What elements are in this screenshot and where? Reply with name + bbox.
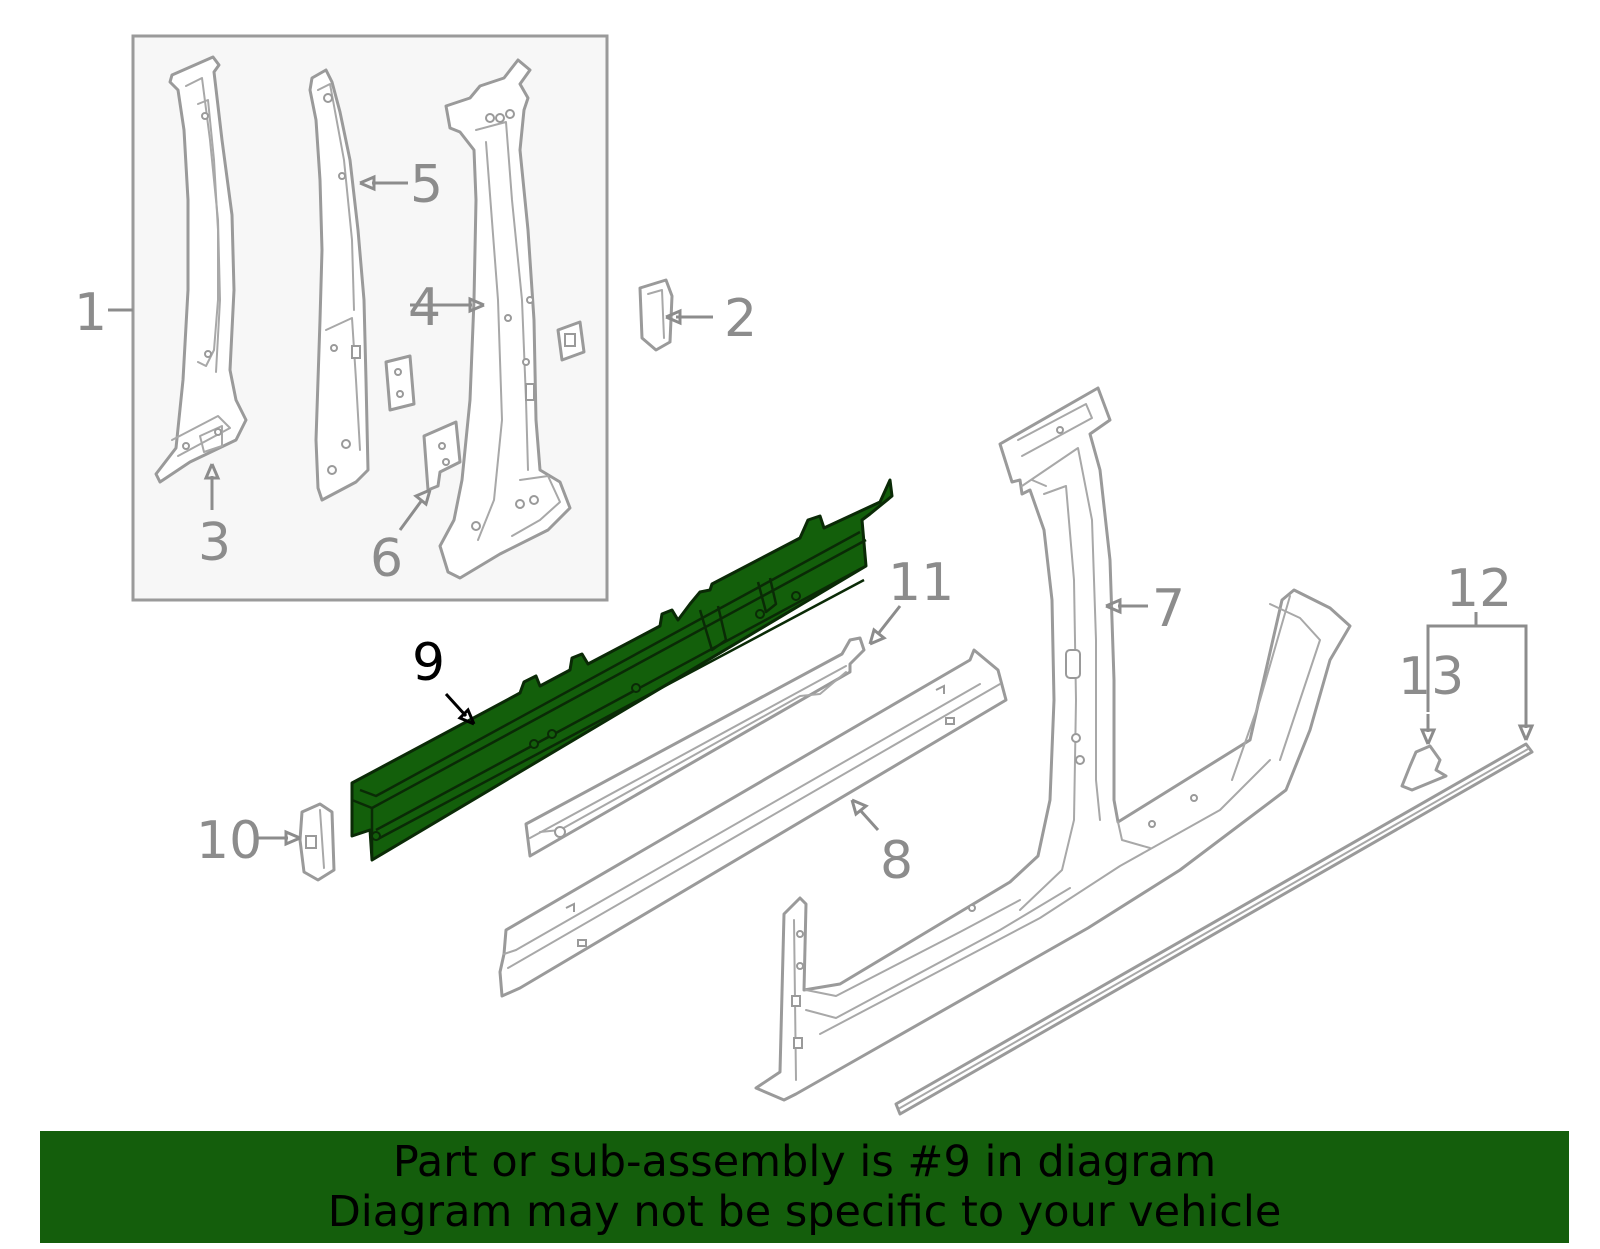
leader-9 <box>444 692 468 718</box>
leader-lines <box>108 174 1535 847</box>
callout-11: 11 <box>888 553 954 613</box>
callout-8: 8 <box>880 831 913 891</box>
part-10-end-cap[interactable] <box>298 802 336 882</box>
callout-5: 5 <box>410 155 443 215</box>
part-4-outer-pillar[interactable] <box>438 58 572 580</box>
banner-line-1: Part or sub-assembly is #9 in diagram <box>392 1137 1217 1187</box>
callout-6: 6 <box>370 529 403 589</box>
callout-3: 3 <box>198 513 231 573</box>
part-3-inner-pillar[interactable] <box>154 55 248 484</box>
callout-4: 4 <box>408 278 441 338</box>
part-7-body-side-outer[interactable] <box>754 386 1352 1102</box>
callout-12: 12 <box>1446 559 1512 619</box>
leader-2-arrow <box>665 308 682 326</box>
part-12-sill-molding[interactable] <box>894 742 1534 1116</box>
callout-7: 7 <box>1152 579 1185 639</box>
part-8-rocker-outer[interactable] <box>498 648 1008 998</box>
callout-10: 10 <box>196 811 262 871</box>
part-5-reinforcement[interactable] <box>308 68 370 502</box>
part-2-clip[interactable] <box>638 278 674 352</box>
callout-9: 9 <box>412 633 445 693</box>
callout-2: 2 <box>724 289 757 349</box>
leader-8 <box>858 808 880 832</box>
leader-11 <box>876 605 902 635</box>
callout-numbers: 1 2 3 4 5 6 7 8 9 10 11 12 13 <box>74 155 1512 891</box>
part-9-rocker-reinforcement[interactable] <box>350 478 894 862</box>
callout-1: 1 <box>74 283 107 343</box>
part-info-banner: Part or sub-assembly is #9 in diagram Di… <box>40 1131 1569 1243</box>
bracket-small <box>384 354 416 412</box>
banner-line-2: Diagram may not be specific to your vehi… <box>327 1187 1282 1237</box>
part-13-clip[interactable] <box>1400 744 1448 792</box>
callout-13: 13 <box>1398 647 1464 707</box>
bracket-tab <box>556 320 586 362</box>
leader-6 <box>398 499 424 531</box>
part-11-sill-rail[interactable] <box>524 636 866 858</box>
